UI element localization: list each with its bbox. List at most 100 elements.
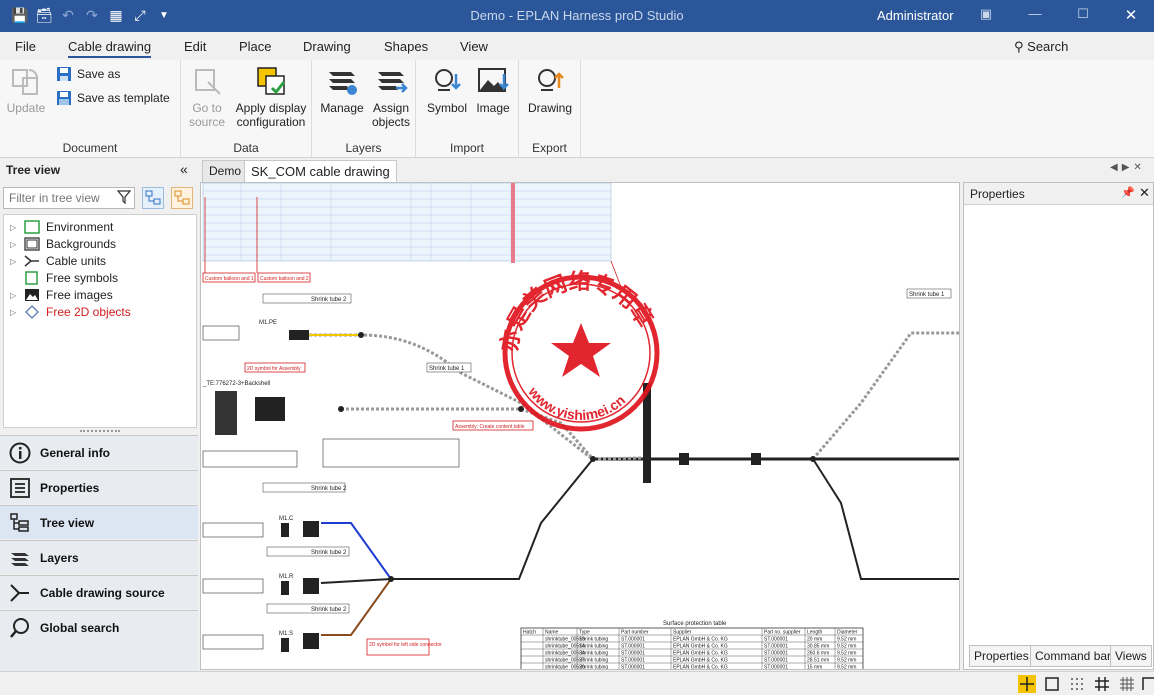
expand-arrow-icon[interactable]: ▷ bbox=[10, 307, 17, 317]
table-header-cell: Part no. supplier bbox=[764, 630, 801, 636]
properties-panel: Properties 📌 ✕ bbox=[963, 182, 1154, 670]
tree-option-button-1[interactable] bbox=[142, 187, 164, 209]
callout-balloon-1: Custom balloon and 1 bbox=[205, 276, 254, 282]
frame-select-icon[interactable] bbox=[1043, 675, 1061, 693]
properties-header: Properties 📌 ✕ bbox=[964, 183, 1153, 205]
tree-item-cable-units[interactable]: ▷ Cable units bbox=[10, 254, 107, 268]
assign-objects-button[interactable]: Assign objects bbox=[368, 64, 414, 129]
search-button[interactable]: ⚲ Search bbox=[1014, 39, 1068, 55]
callout-content-table: Assembly: Create content table bbox=[455, 424, 525, 430]
expand-arrow-icon[interactable]: ▷ bbox=[10, 239, 17, 249]
title-bar: 💾 🗃 ↶ ↷ ▦ ⤢ ▼ Demo - EPLAN Harness proD … bbox=[0, 0, 1154, 32]
group-label-data: Data bbox=[233, 141, 259, 155]
junction-nodes bbox=[338, 332, 816, 582]
grid-select-icon[interactable]: ▦ bbox=[109, 6, 123, 23]
ortho-icon[interactable] bbox=[1140, 675, 1154, 693]
tree-item-environment[interactable]: ▷ Environment bbox=[10, 220, 114, 234]
close-icon[interactable]: ✕ bbox=[1139, 185, 1150, 200]
svg-text:Shrink tube 2: Shrink tube 2 bbox=[311, 607, 347, 613]
tree-view-icon bbox=[10, 512, 29, 532]
minimize-button[interactable]: — bbox=[1028, 6, 1042, 21]
pin-icon[interactable]: 📌 bbox=[1121, 187, 1135, 199]
table-cell: Shrink tubing bbox=[579, 658, 608, 664]
close-button[interactable]: ✕ bbox=[1124, 7, 1138, 24]
group-export: Drawing Export bbox=[519, 60, 581, 158]
nav-tree-view[interactable]: Tree view bbox=[0, 505, 198, 539]
search-label: Search bbox=[1027, 39, 1069, 54]
tab-place[interactable]: Place bbox=[239, 39, 272, 54]
apply-display-configuration-button[interactable]: Apply display configuration bbox=[231, 64, 311, 129]
restore-layout-icon[interactable]: ▣ bbox=[979, 6, 993, 21]
collapse-panel-icon[interactable]: « bbox=[180, 161, 188, 177]
tab-drawing[interactable]: Drawing bbox=[303, 39, 351, 54]
svg-text:M1.R: M1.R bbox=[279, 574, 294, 580]
expand-arrow-icon[interactable]: ▷ bbox=[10, 256, 17, 266]
tree-structure-icon bbox=[145, 190, 161, 205]
save-as-template-button[interactable]: Save as template bbox=[56, 90, 170, 106]
svg-text:Surface protection table: Surface protection table bbox=[663, 621, 727, 627]
tab-edit[interactable]: Edit bbox=[184, 39, 207, 54]
expand-arrow-icon[interactable]: ▷ bbox=[10, 222, 17, 232]
nav-layers[interactable]: Layers bbox=[0, 540, 198, 574]
expand-arrow-icon[interactable]: ▷ bbox=[10, 290, 17, 300]
filter-icon[interactable] bbox=[117, 190, 131, 204]
doc-tab-sk-com-cable-drawing[interactable]: SK_COM cable drawing bbox=[244, 160, 397, 182]
maximize-button[interactable]: ☐ bbox=[1077, 6, 1089, 21]
svg-text:Shrink tube 1: Shrink tube 1 bbox=[909, 292, 945, 298]
crosshair-icon[interactable] bbox=[1018, 675, 1036, 693]
layers-manage-icon bbox=[329, 72, 357, 95]
tab-close-icon[interactable]: ✕ bbox=[1133, 162, 1146, 173]
bottom-tab-views[interactable]: Views bbox=[1110, 645, 1152, 667]
doc-tab-demo[interactable]: Demo bbox=[202, 160, 249, 182]
tab-shapes[interactable]: Shapes bbox=[384, 39, 429, 54]
tree-item-free-symbols[interactable]: Free symbols bbox=[10, 270, 118, 286]
import-image-button[interactable]: Image bbox=[470, 64, 516, 115]
grid-icon[interactable] bbox=[1093, 675, 1111, 693]
tree-option-button-2[interactable] bbox=[171, 187, 193, 209]
callout-2d-symbol: 2D symbol for Assembly bbox=[247, 366, 301, 372]
table-cell: ST.000001 bbox=[764, 658, 788, 664]
tab-file[interactable]: File bbox=[15, 39, 36, 54]
undo-icon[interactable]: ↶ bbox=[62, 6, 74, 23]
tab-scroll-left-icon[interactable]: ◀ bbox=[1110, 162, 1122, 173]
table-cell: EPLAN GmbH & Co. KG bbox=[673, 637, 728, 643]
save-as-button[interactable]: Save as bbox=[56, 66, 120, 82]
fullscreen-icon[interactable]: ⤢ bbox=[134, 6, 146, 23]
snap-points-icon[interactable] bbox=[1068, 675, 1086, 693]
tab-scroll-right-icon[interactable]: ▶ bbox=[1121, 162, 1134, 173]
tree-item-free-images[interactable]: ▷ Free images bbox=[10, 288, 113, 302]
manage-layers-button[interactable]: Manage bbox=[318, 64, 366, 115]
bottom-tab-properties[interactable]: Properties bbox=[969, 645, 1034, 667]
nav-general-info[interactable]: General info bbox=[0, 435, 198, 469]
tree-filter-input[interactable] bbox=[3, 187, 135, 209]
export-drawing-button[interactable]: Drawing bbox=[525, 64, 575, 115]
table-cell: ST.000001 bbox=[621, 665, 645, 671]
tab-cable-drawing[interactable]: Cable drawing bbox=[68, 39, 152, 58]
table-cell: EPLAN GmbH & Co. KG bbox=[673, 651, 728, 657]
customize-toolbar-icon[interactable]: ▼ bbox=[159, 9, 169, 21]
update-button[interactable]: Update bbox=[4, 64, 48, 115]
tree-filter-row bbox=[0, 184, 198, 212]
import-symbol-button[interactable]: Symbol bbox=[424, 64, 470, 115]
redo-icon[interactable]: ↷ bbox=[86, 6, 98, 23]
drawing-canvas[interactable]: Custom balloon and 1 Custom balloon and … bbox=[200, 182, 960, 670]
nav-cable-drawing-source[interactable]: Cable drawing source bbox=[0, 575, 198, 609]
go-to-source-button[interactable]: Go to source bbox=[185, 64, 229, 129]
table-cell: 20 mm bbox=[807, 637, 822, 643]
save-all-icon[interactable]: 🗃 bbox=[35, 6, 53, 23]
save-icon[interactable]: 💾 bbox=[11, 6, 29, 23]
bottom-tab-command-bar[interactable]: Command bar bbox=[1030, 645, 1117, 667]
cable-drawing[interactable]: Custom balloon and 1 Custom balloon and … bbox=[201, 183, 960, 670]
table-cell: Shrink tubing bbox=[579, 665, 608, 671]
panel-splitter[interactable] bbox=[80, 430, 120, 433]
table-cell: Shrink tubing bbox=[579, 651, 608, 657]
tree-item-free-2d-objects[interactable]: ▷ Free 2D objects bbox=[10, 305, 131, 319]
nav-properties[interactable]: Properties bbox=[0, 470, 198, 504]
nav-global-search[interactable]: Global search bbox=[0, 610, 198, 671]
tab-view[interactable]: View bbox=[460, 39, 488, 54]
fine-grid-icon[interactable] bbox=[1118, 675, 1136, 693]
table-header-cell: Diameter bbox=[837, 630, 858, 636]
tree-item-backgrounds[interactable]: ▷ Backgrounds bbox=[10, 237, 117, 251]
table-cell: 9.52 mm bbox=[837, 637, 856, 643]
